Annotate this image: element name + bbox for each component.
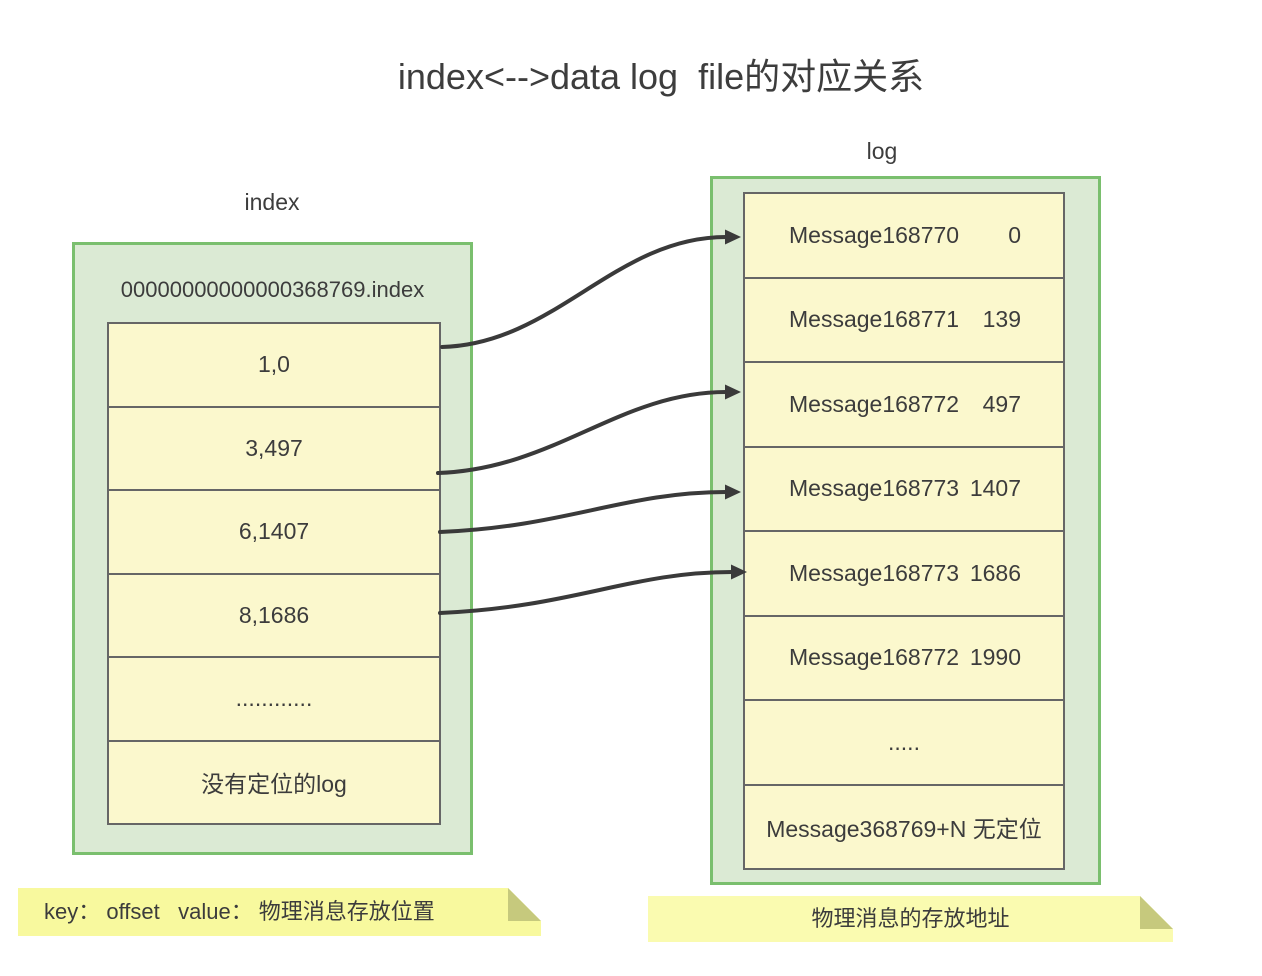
index-note: key： offset value： 物理消息存放位置 [18,888,541,936]
log-message-offset: 139 [982,306,1021,333]
index-panel-label: index [244,189,300,215]
index-file-box: 00000000000000368769.index 1,0 3,497 6,1… [72,242,473,855]
log-entry: Message168772 1990 [743,614,1065,701]
diagram-title: index<-->data log file的对应关系 [397,56,925,97]
log-entry: Message168773 1686 [743,530,1065,617]
arrow-index3-to-log4 [438,484,741,534]
log-note-text: 物理消息的存放地址 [811,906,1010,931]
log-entry-list: Message168770 0 Message168771 139 Messag… [743,192,1065,870]
log-message-name: Message368769+N 无定位 [766,815,1042,842]
log-message-name: Message168771 [789,306,960,333]
log-message-offset: 497 [982,390,1021,417]
index-file-name: 00000000000000368769.index [120,277,425,302]
index-entry-list: 1,0 3,497 6,1407 8,1686 ............ 没有定… [107,322,441,825]
index-note-text: key： offset value： 物理消息存放位置 [44,899,435,924]
log-entry: Message168772 497 [743,361,1065,448]
log-entry: Message168773 1407 [743,445,1065,532]
log-message-offset: 1407 [969,475,1021,502]
log-entry-unlocated: Message368769+N 无定位 [743,783,1065,870]
index-entry-unindexed: 没有定位的log [107,739,441,825]
index-entry: 8,1686 [107,572,441,658]
log-message-name: Message168773 [789,559,960,586]
log-panel-label: log [866,138,898,164]
log-message-offset: 0 [1008,221,1021,248]
log-message-offset: 1686 [969,559,1021,586]
index-entry-ellipsis: ............ [107,656,441,742]
log-entry: Message168771 139 [743,276,1065,363]
log-message-name: ..... [888,728,920,755]
log-message-name: Message168773 [789,475,960,502]
log-file-box: Message168770 0 Message168771 139 Messag… [710,176,1101,885]
log-message-offset: 1990 [969,644,1021,671]
log-entry: Message168770 0 [743,192,1065,279]
index-entry: 3,497 [107,405,441,491]
index-entry: 1,0 [107,322,441,408]
log-message-name: Message168770 [789,221,960,248]
log-entry-ellipsis: ..... [743,699,1065,786]
log-message-name: Message168772 [789,390,960,417]
arrow-index4-to-log5 [438,564,747,615]
arrow-index1-to-log1 [440,229,741,349]
log-note: 物理消息的存放地址 [648,896,1173,942]
index-entry: 6,1407 [107,489,441,575]
log-message-name: Message168772 [789,644,960,671]
arrow-index2-to-log3 [436,384,741,475]
